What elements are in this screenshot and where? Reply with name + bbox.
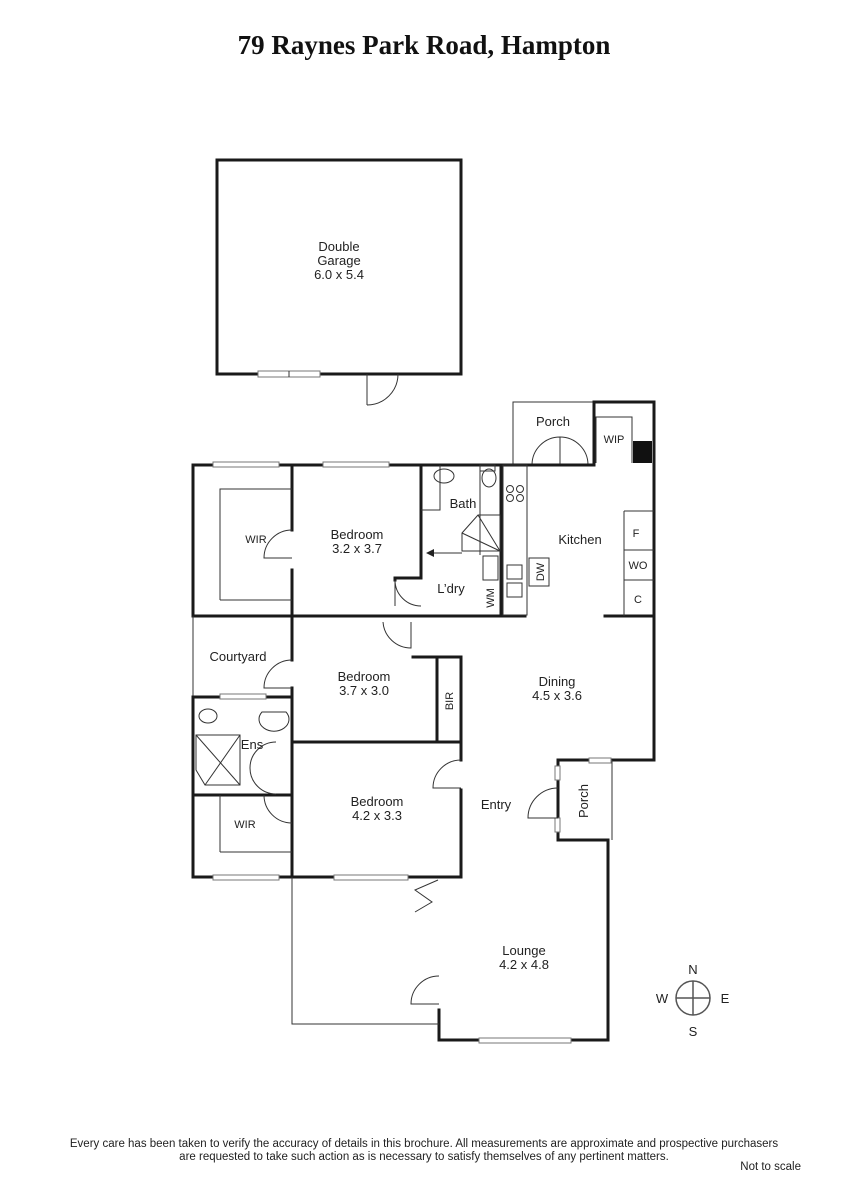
bed2-label: Bedroom [338, 669, 391, 684]
garage-door-swing [366, 373, 399, 406]
room-labels: Double Garage 6.0 x 5.4 Porch WIP Bath K… [209, 239, 647, 972]
wip-label: WIP [604, 434, 625, 446]
compass-rose: N S E W [656, 962, 730, 1039]
dining-dims: 4.5 x 3.6 [532, 688, 582, 703]
wir-top-label: WIR [245, 534, 266, 546]
wip-block [633, 441, 652, 463]
bir-label: BIR [444, 692, 456, 710]
doors [249, 529, 559, 1005]
garage [215, 158, 463, 406]
not-to-scale-note: Not to scale [740, 1161, 801, 1173]
wir-bottom-label: WIR [234, 819, 255, 831]
bed3-label: Bedroom [351, 794, 404, 809]
porch-top-label: Porch [536, 414, 570, 429]
top-porch-area [512, 400, 656, 762]
house-walls [191, 463, 656, 1042]
wm-label: WM [485, 588, 497, 608]
laundry-label: L’dry [437, 581, 465, 596]
compass-n: N [688, 962, 697, 977]
page-title: 79 Raynes Park Road, Hampton [237, 30, 611, 60]
cupboard-label: C [634, 594, 642, 606]
bifold-door [413, 879, 439, 913]
disclaimer: Every care has been taken to verify the … [0, 1138, 848, 1164]
courtyard-label: Courtyard [209, 649, 266, 664]
disclaimer-line-1: Every care has been taken to verify the … [69, 1138, 779, 1150]
fixtures [195, 464, 654, 786]
lounge-dims: 4.2 x 4.8 [499, 957, 549, 972]
kitchen-label: Kitchen [558, 532, 601, 547]
dining-label: Dining [539, 674, 576, 689]
bed1-dims: 3.2 x 3.7 [332, 541, 382, 556]
disclaimer-line-2: are requested to take such action as is … [179, 1151, 669, 1163]
side-porch-label: Porch [576, 784, 591, 818]
bed3-dims: 4.2 x 3.3 [352, 808, 402, 823]
lounge-label: Lounge [502, 943, 545, 958]
ensuite-label: Ens [241, 737, 264, 752]
wall-oven-label: WO [629, 560, 648, 572]
entry-label: Entry [481, 797, 512, 812]
fridge-label: F [633, 528, 640, 540]
garage-label-2: Garage [317, 253, 360, 268]
bed2-dims: 3.7 x 3.0 [339, 683, 389, 698]
windows [212, 461, 612, 1044]
dw-label: DW [535, 562, 547, 581]
bath-label: Bath [450, 496, 477, 511]
compass-s: S [689, 1024, 698, 1039]
garage-dims: 6.0 x 5.4 [314, 267, 364, 282]
compass-e: E [721, 991, 730, 1006]
bed1-label: Bedroom [331, 527, 384, 542]
compass-w: W [656, 991, 669, 1006]
garage-label-1: Double [318, 239, 359, 254]
